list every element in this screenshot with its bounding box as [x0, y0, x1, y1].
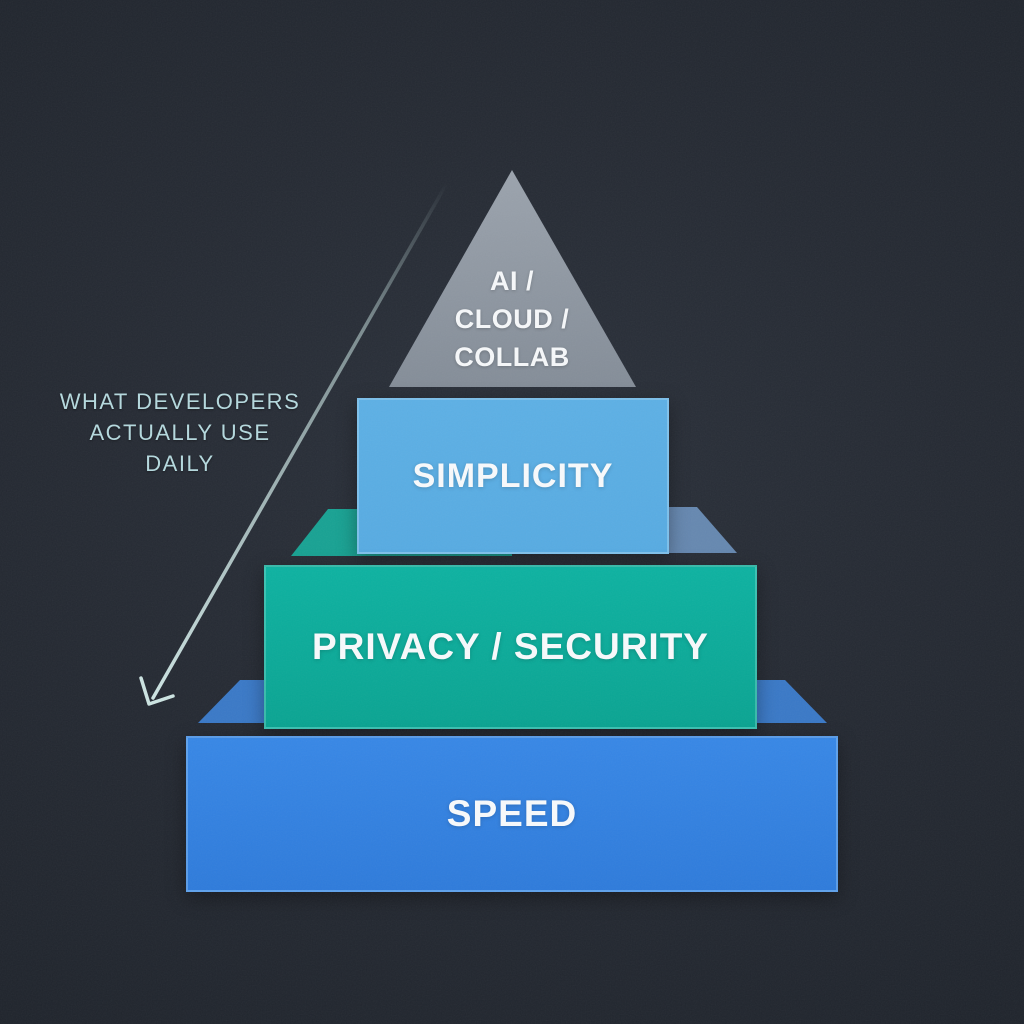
annotation-text: WHAT DEVELOPERS ACTUALLY USE DAILY [30, 386, 330, 479]
apex-label: AI / CLOUD / COLLAB [402, 262, 622, 376]
annotation-line-3: DAILY [145, 451, 215, 476]
layer-speed: SPEED [186, 736, 838, 892]
layer-privacy-security: PRIVACY / SECURITY [264, 565, 757, 729]
apex-label-line-3: COLLAB [454, 342, 570, 372]
layer-simplicity-label: SIMPLICITY [412, 456, 614, 495]
layer-speed-label: SPEED [446, 793, 578, 834]
layer-simplicity: SIMPLICITY [357, 398, 669, 554]
apex-label-line-2: CLOUD / [454, 304, 570, 334]
layer-privacy-security-label: PRIVACY / SECURITY [312, 626, 709, 667]
annotation-line-1: WHAT DEVELOPERS [59, 389, 301, 414]
annotation-line-2: ACTUALLY USE [89, 420, 271, 445]
apex-label-line-1: AI / [489, 266, 534, 296]
